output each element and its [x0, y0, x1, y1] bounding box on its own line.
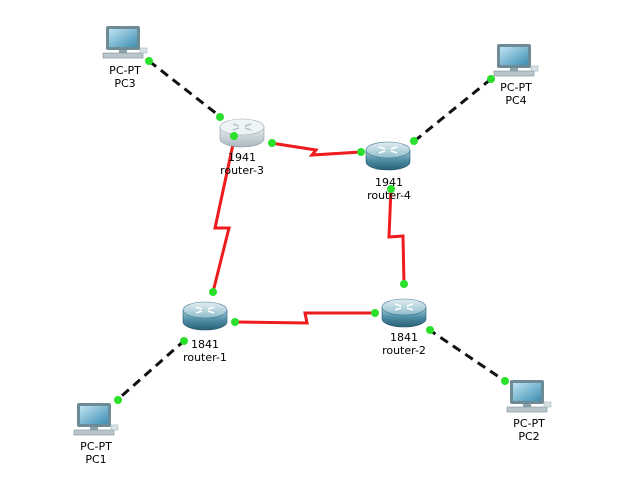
- router1-label: 1841 router-1: [183, 338, 227, 364]
- link-router1-router3[interactable]: [211, 134, 237, 293]
- device-model: 1941: [374, 176, 403, 189]
- pc-icon[interactable]: [73, 403, 119, 436]
- device-name: router-3: [220, 164, 264, 177]
- device-name: PC1: [85, 453, 107, 466]
- link-pc2-router2[interactable]: [427, 327, 506, 383]
- router-icon[interactable]: [381, 298, 427, 328]
- device-name: router-1: [183, 351, 227, 364]
- device-model: 1941: [227, 151, 256, 164]
- port-dot: [216, 113, 224, 121]
- device-model: 1841: [190, 338, 219, 351]
- pc4-label: PC-PT PC4: [500, 81, 532, 107]
- device-model: PC-PT: [513, 417, 545, 430]
- router-icon[interactable]: [182, 301, 228, 331]
- link-router4-router2[interactable]: [387, 187, 406, 285]
- port-dot: [371, 309, 379, 317]
- port-dot: [230, 132, 238, 140]
- device-name: PC3: [114, 77, 136, 90]
- port-dot: [400, 280, 408, 288]
- router4-label: 1941 router-4: [367, 176, 411, 202]
- device-model: 1841: [389, 331, 418, 344]
- device-model: PC-PT: [109, 64, 141, 77]
- port-dot: [487, 75, 495, 83]
- pc2-label: PC-PT PC2: [513, 417, 545, 443]
- device-name: router-2: [382, 344, 426, 357]
- device-name: PC2: [518, 430, 540, 443]
- port-dot: [180, 337, 188, 345]
- pc1-label: PC-PT PC1: [80, 440, 112, 466]
- link-pc1-router1[interactable]: [115, 338, 186, 403]
- pc3-label: PC-PT PC3: [109, 64, 141, 90]
- port-dot: [357, 148, 365, 156]
- device-model: PC-PT: [80, 440, 112, 453]
- port-dot: [209, 288, 217, 296]
- link-router2-router1[interactable]: [234, 311, 375, 325]
- router-icon[interactable]: [219, 118, 265, 148]
- ethernet-links: [115, 59, 506, 403]
- link-router3-router4[interactable]: [270, 141, 362, 157]
- pc-icon[interactable]: [102, 26, 148, 59]
- router-icon[interactable]: [365, 141, 411, 171]
- port-dot: [268, 139, 276, 147]
- device-model: PC-PT: [500, 81, 532, 94]
- port-dot: [426, 326, 434, 334]
- link-pc4-router4[interactable]: [411, 77, 492, 145]
- pc-icon[interactable]: [506, 380, 552, 413]
- port-dot: [387, 185, 395, 193]
- port-dot: [231, 318, 239, 326]
- pc-icon[interactable]: [493, 44, 539, 77]
- port-dot: [501, 377, 509, 385]
- port-status-dots: [114, 57, 509, 404]
- port-dot: [114, 396, 122, 404]
- port-dot: [410, 137, 418, 145]
- serial-links: [211, 134, 406, 325]
- link-pc3-router3[interactable]: [148, 59, 223, 120]
- device-name: PC4: [505, 94, 527, 107]
- router3-label: 1941 router-3: [220, 151, 264, 177]
- device-name: router-4: [367, 189, 411, 202]
- router2-label: 1841 router-2: [382, 331, 426, 357]
- port-dot: [145, 57, 153, 65]
